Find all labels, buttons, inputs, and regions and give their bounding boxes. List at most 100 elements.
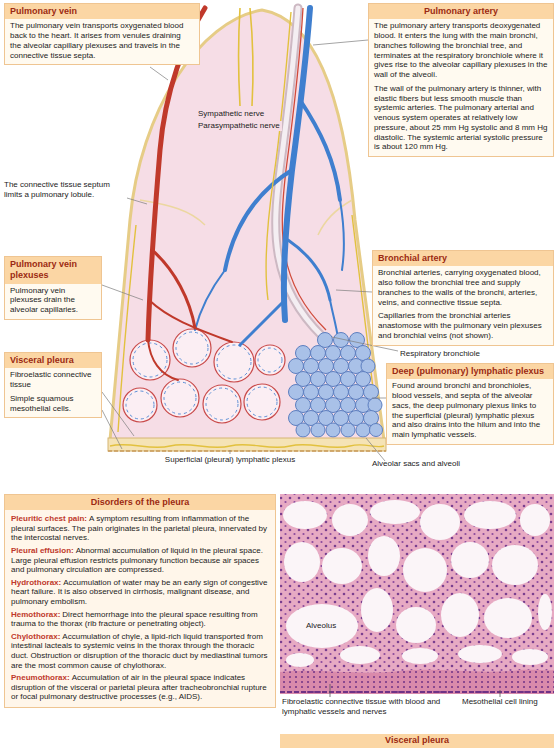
lobule-septum <box>110 10 384 440</box>
micrograph <box>286 604 358 648</box>
visceral-pleura-band <box>108 450 386 452</box>
nerves-and-lymphatics <box>239 8 241 106</box>
nerve-label: Parasympathetic nerve <box>196 121 282 131</box>
alveolar-capillary-network <box>255 345 285 375</box>
callout-box: Pulmonary veinThe pulmonary vein transpo… <box>4 3 200 65</box>
micrograph <box>280 670 554 694</box>
disorder-term: Pleuritic chest pain: <box>11 514 87 523</box>
disorder-entry: Hemothorax:Direct hemorrhage into the pl… <box>5 609 275 631</box>
box-text: Bronchial arteries, carrying oxygenated … <box>373 266 553 307</box>
leader-line <box>150 67 168 80</box>
alveolar-sacs <box>341 423 355 437</box>
leader-line <box>313 40 368 45</box>
disorders-panel: Disorders of the pleuraPleuritic chest p… <box>4 494 276 708</box>
part-label: Superficial (pleural) lymphatic plexus <box>130 455 330 465</box>
part-label: Respiratory bronchiole <box>400 349 480 359</box>
micrograph <box>370 500 420 524</box>
micrograph <box>322 548 362 584</box>
box-text: Simple squamous mesothelial cells. <box>5 390 101 418</box>
box-text: Pulmonary vein plexuses drain the alveol… <box>5 284 101 319</box>
alveolar-sacs <box>361 359 375 373</box>
alveolar-sacs <box>326 423 340 437</box>
callout-box: Pulmonary vein plexusesPulmonary vein pl… <box>4 256 102 320</box>
box-heading: Pulmonary vein <box>5 4 199 19</box>
nerves-and-lymphatics <box>118 225 136 432</box>
alveolar-capillary-network <box>161 379 199 417</box>
box-heading: Disorders of the pleura <box>5 495 275 510</box>
figure-caption: Visceral pleura <box>280 734 554 748</box>
micrograph <box>420 504 460 540</box>
alveolar-sacs <box>296 423 310 437</box>
box-text: Capillaries from the bronchial arteries … <box>373 307 553 344</box>
box-heading: Deep (pulmonary) lymphatic plexus <box>387 364 553 379</box>
disorder-entry: Pleural effusion:Abnormal accumulation o… <box>5 545 275 577</box>
box-text: Found around bronchi and bronchioles, bl… <box>387 379 553 444</box>
micrograph <box>484 598 532 638</box>
micrograph-label: Alveolus <box>304 621 338 631</box>
alveolar-capillary-network <box>244 384 280 420</box>
disorder-term: Pleural effusion: <box>11 546 74 555</box>
alveolar-capillary-network <box>164 382 196 414</box>
pulmonary-artery <box>330 300 338 338</box>
nerves-and-lymphatics <box>118 8 378 432</box>
disorder-entry: Pleuritic chest pain:A symptom resulting… <box>5 510 275 545</box>
lobule-septum <box>140 200 205 225</box>
alveolar-capillary-network <box>126 391 154 419</box>
alveolar-sacs <box>364 385 379 400</box>
disorder-term: Chylothorax: <box>11 632 60 641</box>
nerves-and-lymphatics <box>250 8 253 106</box>
disorder-term: Hemothorax: <box>11 610 60 619</box>
alveolar-sacs <box>368 398 382 412</box>
micrograph <box>286 653 314 667</box>
leader-line <box>366 438 385 461</box>
micrograph <box>458 645 502 663</box>
disorder-entry: Hydrothorax:Accumulation of water may be… <box>5 577 275 609</box>
leader-line <box>102 40 398 461</box>
box-heading: Bronchial artery <box>373 251 553 266</box>
callout-box: Visceral pleuraFibroelastic connective t… <box>4 352 102 418</box>
disorder-entry: Chylothorax:Accumulation of chyle, a lip… <box>5 631 275 672</box>
micrograph <box>283 501 327 529</box>
micrograph <box>280 494 554 694</box>
callout-box: Deep (pulmonary) lymphatic plexusFound a… <box>386 363 554 445</box>
pulmonary-artery <box>288 240 330 300</box>
micrograph <box>538 594 552 630</box>
micrograph <box>464 501 516 529</box>
micrograph <box>492 545 538 585</box>
alveolar-sacs <box>289 333 383 438</box>
disorder-entry: Pneumothorax:Accumulation of air in the … <box>5 672 275 707</box>
pulmonary-vein <box>152 250 195 328</box>
micrograph-label: Mesothelial cell lining <box>462 697 554 707</box>
bronchus <box>276 8 326 336</box>
micrograph <box>402 648 438 664</box>
alveolar-capillary-network <box>206 388 238 420</box>
micrograph <box>280 494 554 697</box>
box-text: The wall of the pulmonary artery is thin… <box>369 80 553 156</box>
pulmonary-artery <box>225 170 292 270</box>
box-text: Fibroelastic connective tissue <box>5 368 101 390</box>
alveolar-capillary-network <box>247 387 277 417</box>
alveolar-capillary-network <box>214 342 254 382</box>
micrograph <box>361 588 393 632</box>
micrograph <box>403 548 447 592</box>
leader-line <box>127 198 147 204</box>
box-heading: Visceral pleura <box>5 353 101 368</box>
box-text: The pulmonary artery transports deoxygen… <box>369 19 553 80</box>
alveolar-capillary-network <box>258 348 282 372</box>
micrograph <box>441 593 479 637</box>
alveolar-sacs <box>356 423 370 437</box>
visceral-pleura-band <box>108 438 386 451</box>
micrograph <box>280 691 554 693</box>
bronchus <box>282 8 326 330</box>
alveolar-capillary-network <box>203 385 241 423</box>
nerve-label: Sympathetic nerve <box>196 109 266 119</box>
micrograph <box>512 649 548 665</box>
micrograph <box>520 504 550 536</box>
alveolar-capillary-network <box>176 332 208 364</box>
pulmonary-vein <box>148 340 178 380</box>
visceral-pleura-band <box>108 438 386 451</box>
pulmonary-artery <box>340 200 344 270</box>
pulmonary-artery <box>300 100 340 200</box>
callout-box: Bronchial arteryBronchial arteries, carr… <box>372 250 554 346</box>
